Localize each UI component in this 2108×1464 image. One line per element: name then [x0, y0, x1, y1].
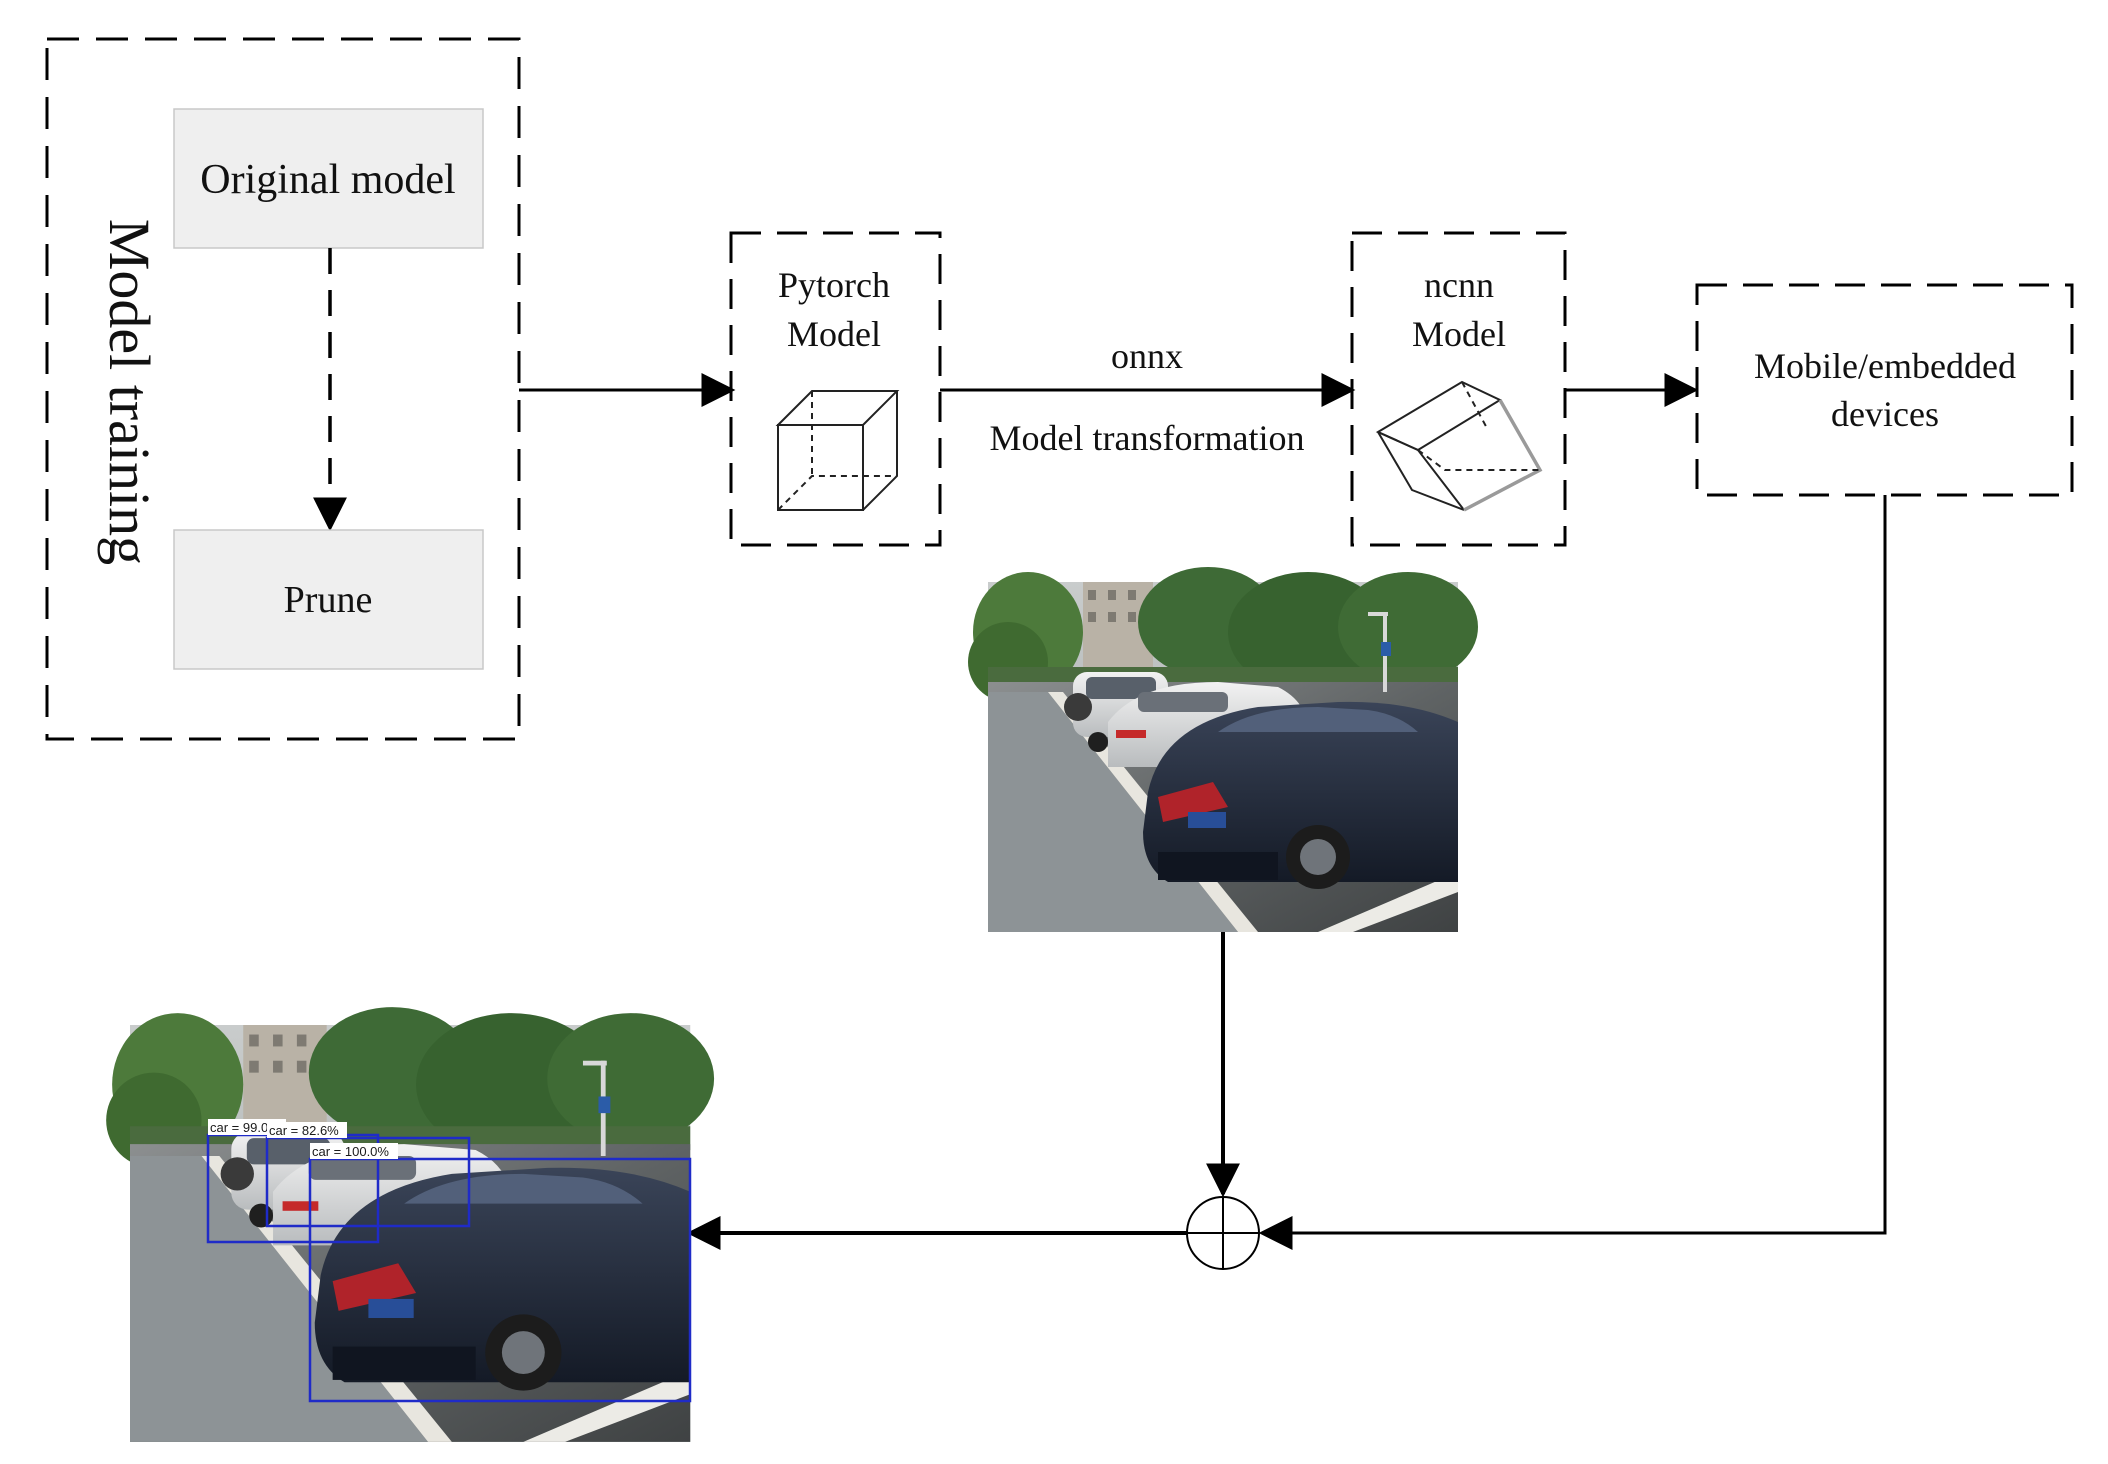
detection-box [308, 1157, 692, 1403]
model-training-title: Model training [97, 219, 162, 565]
detection-label: car = 100.0% [312, 1144, 389, 1159]
device-label-line2: devices [1831, 394, 1939, 434]
ncnn-model-group: ncnn Model [1350, 231, 1567, 547]
output-photo: car = 99.0% car = 82.6% car = 100.0% [106, 1007, 715, 1442]
original-model-label: Original model [200, 157, 455, 203]
ncnn-label-line1: ncnn [1424, 265, 1494, 305]
model-transformation-label: Model transformation [990, 418, 1305, 458]
onnx-label: onnx [1111, 336, 1183, 376]
pytorch-label-line2: Model [787, 314, 881, 354]
device-to-combiner-arrow [1258, 495, 1887, 1250]
rotated-cube-icon [1375, 380, 1543, 512]
prune-box [173, 529, 484, 670]
input-photo [968, 567, 1478, 932]
detection-box [265, 1136, 471, 1228]
original-model-box [173, 108, 484, 249]
device-group: Mobile/embedded devices [1695, 283, 2074, 497]
pytorch-label-line1: Pytorch [778, 265, 890, 305]
prune-label: Prune [284, 579, 373, 621]
device-label-line1: Mobile/embedded [1754, 346, 2016, 386]
combine-icon [1186, 1196, 1260, 1270]
model-training-group: Model training Original model Prune [45, 37, 521, 741]
pytorch-model-frame [729, 231, 942, 547]
device-frame [1695, 283, 2074, 497]
cube-icon [775, 390, 900, 511]
detection-label: car = 99.0% [210, 1120, 280, 1135]
pytorch-model-group: Pytorch Model [729, 231, 942, 547]
detection-label: car = 82.6% [269, 1123, 339, 1138]
ncnn-label-line2: Model [1412, 314, 1506, 354]
